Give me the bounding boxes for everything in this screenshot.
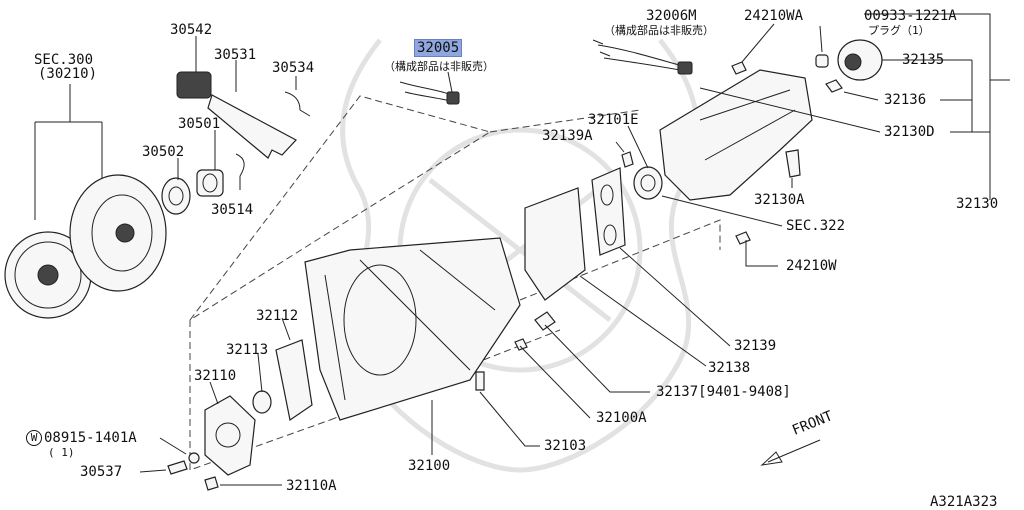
label-30542: 30542: [170, 22, 213, 38]
leader-lines: [34, 13, 1010, 486]
washer-08915: [188, 452, 200, 464]
label-30537: 30537: [80, 464, 123, 480]
clip-24210WA: [731, 61, 747, 75]
spring-clip: [284, 91, 311, 117]
front-cover-32110: [204, 395, 256, 476]
label-32130D: 32130D: [884, 124, 935, 140]
label-32100A: 32100A: [596, 410, 647, 426]
clutch-cover: [69, 174, 167, 292]
front-arrow-icon: [760, 439, 821, 466]
label-32136: 32136: [884, 92, 927, 108]
bolt-32139A: [621, 151, 634, 168]
harness-32006M: [592, 39, 693, 75]
label-32110A: 32110A: [286, 478, 337, 494]
harness-32005: [399, 81, 460, 105]
sensor-32137: [534, 311, 556, 331]
dust-boot: [176, 71, 212, 99]
clip-30514: [235, 153, 245, 177]
clutch-disc: [4, 231, 92, 319]
label-32138: 32138: [708, 360, 751, 376]
rear-cap-32135: [837, 39, 883, 81]
label-08915-prefix: W: [26, 430, 42, 446]
diagram-id: A321A323: [930, 494, 998, 510]
label-32110: 32110: [194, 368, 237, 384]
label-sec300-ref: (30210): [38, 66, 98, 82]
label-32137: 32137[9401-9408]: [656, 384, 791, 400]
label-32130A: 32130A: [754, 192, 805, 208]
gasket-32112: [275, 339, 313, 422]
label-32103: 32103: [544, 438, 587, 454]
breather-32103: [475, 371, 485, 391]
oil-seal-32101E: [633, 166, 663, 200]
withdrawal-lever: [207, 94, 297, 159]
plug-32100A: [514, 338, 528, 351]
label-32005: 32005: [414, 39, 463, 57]
clip-24210W: [735, 231, 751, 245]
label-32130: 32130: [956, 196, 999, 212]
rear-extension-housing: [659, 69, 813, 201]
label-32006M-note: （構成部品は非販売）: [604, 24, 714, 37]
label-30502: 30502: [142, 144, 185, 160]
label-32139: 32139: [734, 338, 777, 354]
bearing-sleeve: [196, 169, 224, 197]
plug-00933: [815, 54, 829, 68]
label-30531: 30531: [214, 47, 257, 63]
label-30534: 30534: [272, 60, 315, 76]
oil-seal-32113: [252, 390, 272, 414]
label-08915-qty: ( 1): [48, 446, 75, 459]
bolt-32130A: [785, 149, 801, 178]
label-32112: 32112: [256, 308, 299, 324]
label-32101E: 32101E: [588, 112, 639, 128]
label-32006M: 32006M: [646, 8, 697, 24]
label-24210WA: 24210WA: [744, 8, 804, 24]
label-32113: 32113: [226, 342, 269, 358]
label-00933-note: プラグ（1）: [868, 24, 930, 37]
label-30514: 30514: [211, 202, 254, 218]
label-24210W: 24210W: [786, 258, 837, 274]
label-32100: 32100: [408, 458, 451, 474]
label-32139A: 32139A: [542, 128, 593, 144]
release-bearing: [161, 177, 191, 215]
label-32005-highlight[interactable]: 32005: [414, 39, 463, 57]
label-32005-note: （構成部品は非販売）: [384, 60, 494, 73]
label-00933: 00933-1221A: [864, 8, 957, 24]
bolt-30537: [167, 460, 188, 475]
label-32135: 32135: [902, 52, 945, 68]
label-sec300: SEC.300: [34, 52, 94, 68]
bolt-32136: [825, 79, 843, 93]
bolt-32110A: [204, 476, 219, 491]
label-30501: 30501: [178, 116, 221, 132]
label-sec322: SEC.322: [786, 218, 846, 234]
gasket-32139: [591, 167, 626, 256]
transmission-case: [304, 237, 521, 421]
adapter-plate: [524, 187, 586, 301]
label-08915: 08915-1401A: [44, 430, 137, 446]
